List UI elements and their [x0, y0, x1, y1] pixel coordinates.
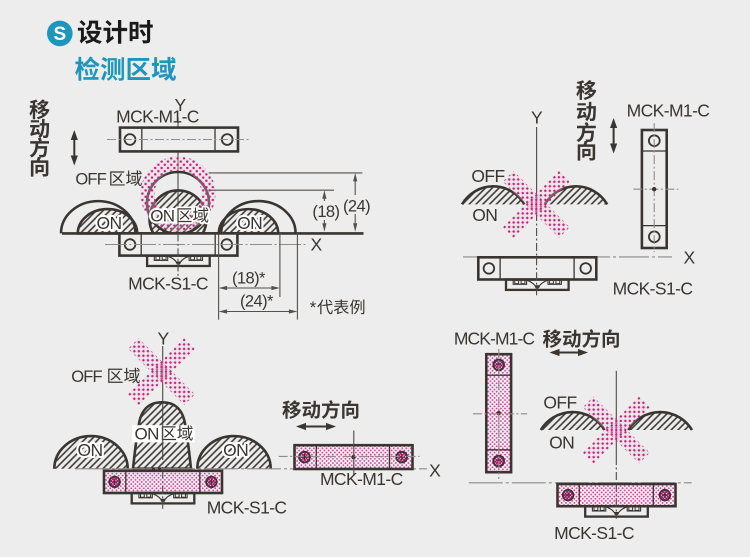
svg-text:OFF: OFF [71, 368, 102, 386]
svg-text:(18): (18) [312, 203, 339, 221]
svg-text:ON: ON [472, 205, 497, 225]
svg-text:OFF: OFF [543, 393, 576, 413]
svg-text:(18)*: (18)* [232, 269, 266, 287]
svg-text:(24)*: (24)* [240, 293, 274, 311]
svg-text:MCK-M1-C: MCK-M1-C [627, 101, 710, 121]
svg-text:OFF: OFF [471, 166, 504, 186]
svg-text:Y: Y [174, 95, 186, 115]
svg-text:(24): (24) [343, 198, 370, 216]
svg-text:MCK-M1-C: MCK-M1-C [454, 329, 535, 349]
svg-text:X: X [429, 461, 441, 481]
svg-text:MCK-S1-C: MCK-S1-C [613, 279, 693, 299]
svg-text:ON: ON [223, 440, 248, 460]
svg-text:ON: ON [77, 440, 102, 460]
svg-text:ON: ON [96, 213, 121, 233]
svg-text:S: S [53, 24, 66, 45]
svg-text:Y: Y [531, 108, 543, 128]
svg-text:*: * [310, 299, 317, 317]
svg-text:X: X [310, 235, 322, 255]
svg-text:MCK-S1-C: MCK-S1-C [128, 274, 208, 294]
svg-text:MCK-S1-C: MCK-S1-C [207, 497, 287, 517]
svg-text:Y: Y [157, 329, 169, 349]
svg-text:ON: ON [237, 213, 262, 233]
svg-text:MCK-M1-C: MCK-M1-C [320, 469, 403, 489]
svg-text:X: X [683, 248, 695, 268]
svg-text:MCK-M1-C: MCK-M1-C [116, 107, 199, 127]
svg-text:ON: ON [135, 424, 159, 443]
svg-text:ON: ON [150, 206, 174, 225]
svg-text:ON: ON [549, 433, 574, 453]
svg-text:OFF: OFF [75, 171, 106, 189]
svg-text:MCK-S1-C: MCK-S1-C [554, 523, 634, 543]
